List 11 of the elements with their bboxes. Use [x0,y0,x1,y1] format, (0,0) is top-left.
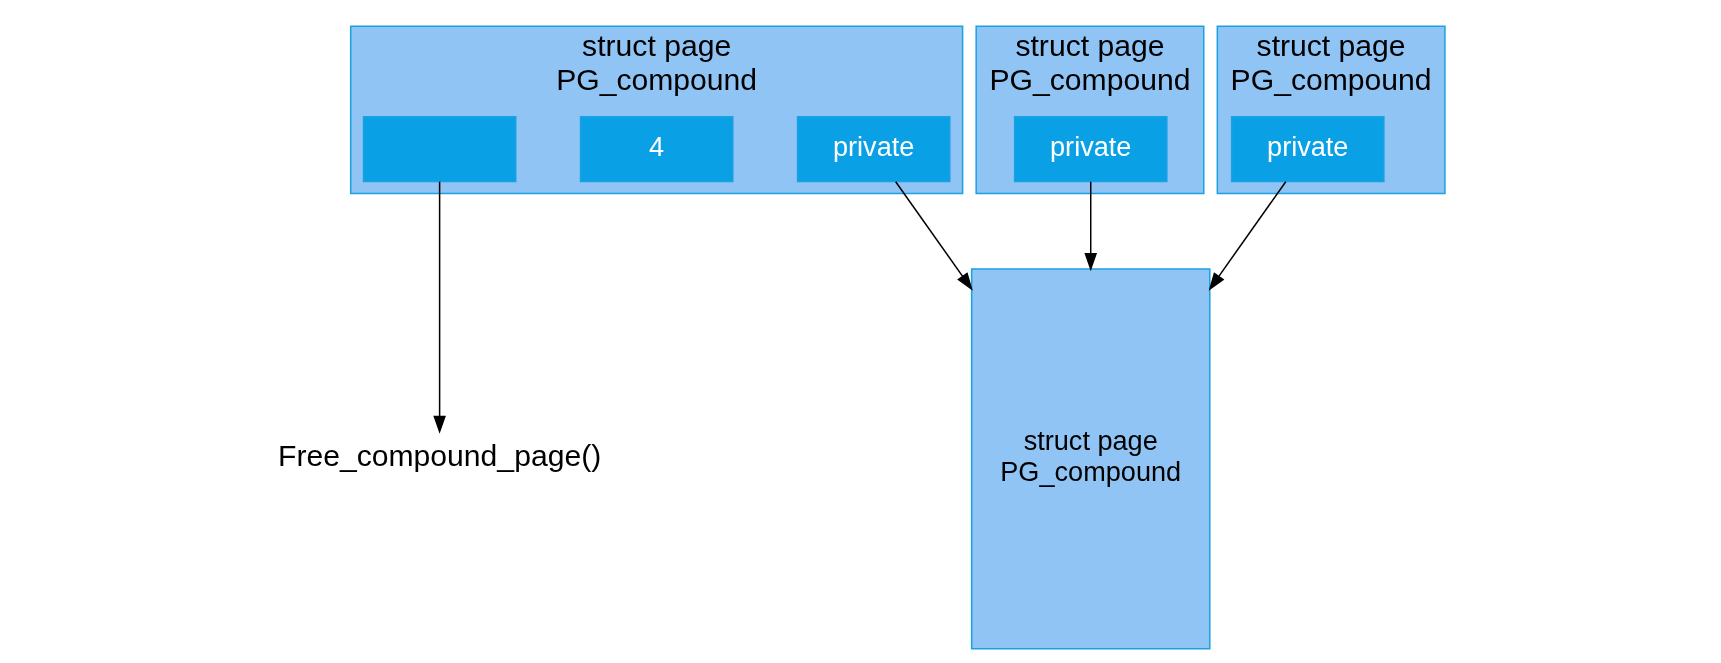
node-text: Free_compound_page() [278,439,602,473]
arrow [894,180,973,291]
node-box: private [1230,115,1385,183]
arrow [1208,180,1287,291]
arrow [433,180,446,434]
node-box: 4 [579,115,734,183]
node-box: struct page PG_compound [970,268,1211,650]
arrow [1084,180,1098,272]
node-box: private [1013,115,1168,183]
node-box [362,115,517,183]
node-box: private [796,115,951,183]
